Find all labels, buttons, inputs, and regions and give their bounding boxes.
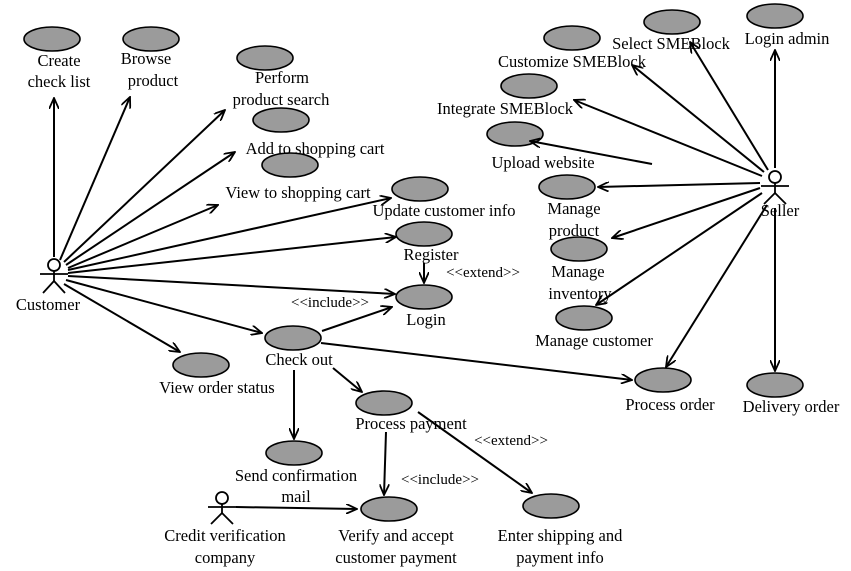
edge-search — [63, 110, 225, 263]
include-verify-label: <<include>> — [401, 472, 479, 488]
edge-integrate-sme — [574, 100, 763, 177]
edge-select-sme — [690, 42, 769, 171]
product-search-usecase — [236, 45, 294, 71]
add-cart-usecase — [252, 107, 310, 133]
process-order-label: Process order — [625, 395, 715, 414]
customize-sme-usecase — [543, 25, 601, 51]
extend-payment-label: <<extend>> — [474, 433, 548, 449]
edge-payment-shipping — [417, 411, 532, 493]
edge-manage-product — [598, 183, 761, 187]
product-search-label-2: product search — [233, 90, 330, 109]
manage-product-usecase — [538, 174, 596, 200]
create-checklist-usecase — [23, 26, 81, 52]
login-label: Login — [406, 310, 445, 329]
create-checklist-label-1: Create — [37, 51, 80, 70]
browse-product-label-1: Browse — [121, 49, 171, 68]
enter-shipping-label-1: Enter shipping and — [498, 526, 623, 545]
checkout-usecase — [264, 325, 322, 351]
customize-sme-label: Customize SMEBlock — [498, 52, 647, 71]
edges — [54, 42, 775, 509]
edge-browse — [59, 97, 130, 261]
integrate-sme-label: Integrate SMEBlock — [437, 99, 574, 118]
edge-view-cart — [67, 205, 218, 269]
extend-register-label: <<extend>> — [446, 265, 520, 281]
seller-actor — [761, 170, 789, 205]
edge-login — [67, 275, 395, 294]
verify-payment-label-2: customer payment — [335, 548, 457, 567]
upload-website-label: Upload website — [491, 153, 594, 172]
process-payment-label: Process payment — [355, 414, 467, 433]
product-search-label-1: Perform — [255, 68, 309, 87]
manage-customer-label: Manage customer — [535, 331, 653, 350]
credit-company-actor — [208, 491, 236, 525]
verify-payment-label-1: Verify and accept — [338, 526, 454, 545]
edge-manage-customer — [596, 192, 763, 305]
manage-product-label-2: product — [549, 221, 600, 240]
register-label: Register — [404, 245, 459, 264]
process-order-usecase — [634, 367, 692, 393]
login-admin-usecase — [746, 3, 804, 29]
seller-label: Seller — [761, 201, 800, 220]
edge-checkout — [65, 279, 262, 333]
enter-shipping-label-2: payment info — [516, 548, 604, 567]
login-usecase — [395, 284, 453, 310]
customer-actor — [40, 258, 68, 294]
edge-checkout-process-payment — [332, 367, 362, 392]
create-checklist-label-2: check list — [28, 72, 91, 91]
edge-credit-verify — [235, 507, 357, 509]
manage-product-label-1: Manage — [547, 199, 600, 218]
edge-payment-verify — [384, 431, 386, 495]
send-mail-label-1: Send confirmation — [235, 466, 357, 485]
delivery-order-label: Delivery order — [743, 397, 840, 416]
edge-add-cart — [65, 152, 235, 266]
edge-process-order — [666, 204, 768, 367]
edge-register — [67, 237, 396, 274]
edge-checkout-login — [321, 307, 392, 332]
integrate-sme-usecase — [500, 73, 558, 99]
view-cart-usecase — [261, 152, 319, 178]
manage-inventory-label-2: inventory — [548, 284, 612, 303]
update-info-label: Update customer info — [373, 201, 516, 220]
register-usecase — [395, 221, 453, 247]
select-sme-usecase — [643, 9, 701, 35]
edge-customize-sme — [632, 65, 765, 173]
send-mail-usecase — [265, 440, 323, 466]
edge-manage-inventory — [612, 187, 761, 238]
view-cart-label: View to shopping cart — [225, 183, 371, 202]
add-cart-label: Add to shopping cart — [246, 139, 385, 158]
manage-customer-usecase — [555, 305, 613, 331]
edge-view-order — [63, 283, 180, 352]
checkout-label: Check out — [265, 350, 333, 369]
login-admin-label: Login admin — [745, 29, 830, 48]
browse-product-label-2: product — [128, 71, 179, 90]
view-order-label: View order status — [159, 378, 274, 397]
manage-inventory-label-1: Manage — [551, 262, 604, 281]
browse-product-usecase — [122, 26, 180, 52]
edge-checkout-process-order — [320, 342, 632, 380]
credit-company-label-2: company — [195, 548, 256, 567]
select-sme-label: Select SMEBlock — [612, 34, 731, 53]
manage-inventory-usecase — [550, 236, 608, 262]
delivery-order-usecase — [746, 372, 804, 398]
process-payment-usecase — [355, 390, 413, 416]
update-info-usecase — [391, 176, 449, 202]
edge-upload-website — [530, 141, 653, 165]
credit-company-label-1: Credit verification — [164, 526, 285, 545]
send-mail-label-2: mail — [281, 487, 311, 506]
edge-update-info — [67, 198, 391, 271]
view-order-usecase — [172, 352, 230, 378]
customer-label: Customer — [16, 295, 81, 314]
verify-payment-usecase — [360, 496, 418, 522]
include-login-label: <<include>> — [291, 295, 369, 311]
enter-shipping-usecase — [522, 493, 580, 519]
